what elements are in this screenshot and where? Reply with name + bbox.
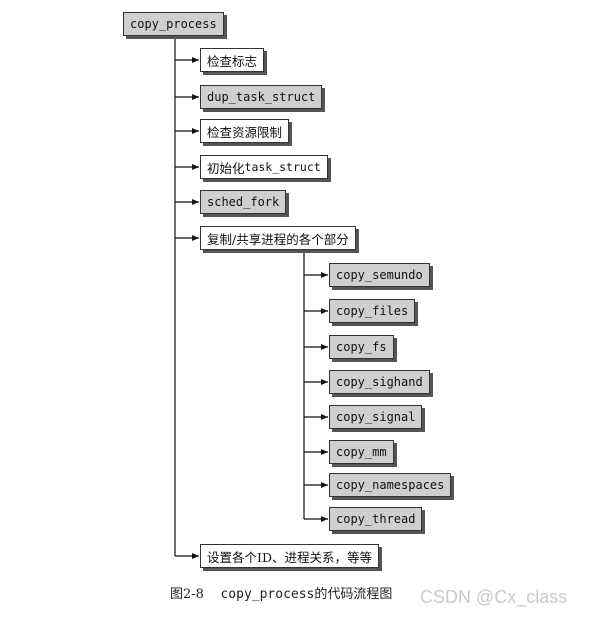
step-label: 检查标志 (207, 53, 258, 69)
step-check-flags: 检查标志 (200, 48, 265, 72)
substep-label: copy_signal (336, 410, 416, 424)
substep-copy-namespaces: copy_namespaces (329, 473, 452, 497)
step-sched-fork: sched_fork (200, 190, 287, 214)
substep-copy-mm: copy_mm (329, 440, 394, 464)
substep-label: copy_sighand (336, 375, 423, 389)
step-label: 设置各个ID、进程关系，等等 (207, 549, 372, 565)
step-dup-task-struct: dup_task_struct (200, 85, 323, 109)
substep-copy-files: copy_files (329, 299, 416, 323)
step-label-suffix: task_struct (244, 160, 321, 174)
substep-label: copy_mm (336, 445, 387, 459)
step-label: dup_task_struct (207, 90, 316, 104)
caption-figure-number: 图2-8 (170, 587, 204, 602)
substep-label: copy_files (336, 304, 409, 318)
step-label: 检查资源限制 (207, 124, 283, 140)
step-set-ids-relations: 设置各个ID、进程关系，等等 (200, 544, 379, 568)
caption-function-name: copy_process (220, 587, 315, 602)
step-copy-share-parts: 复制/共享进程的各个部分 (200, 226, 356, 250)
caption-text: 的代码流程图 (314, 587, 393, 602)
substep-copy-thread: copy_thread (329, 507, 423, 531)
substep-label: copy_namespaces (336, 478, 445, 492)
step-label-prefix: 初始化 (207, 160, 245, 176)
substep-label: copy_fs (336, 340, 387, 354)
root-node-label: copy_process (130, 17, 217, 31)
substep-copy-sighand: copy_sighand (329, 370, 430, 394)
substep-copy-signal: copy_signal (329, 405, 423, 429)
watermark: CSDN @Cx_class (420, 587, 568, 607)
step-check-resource-limits: 检查资源限制 (200, 119, 290, 143)
substep-copy-fs: copy_fs (329, 335, 394, 359)
substep-label: copy_thread (336, 512, 416, 526)
substep-copy-semundo: copy_semundo (329, 263, 430, 287)
substep-label: copy_semundo (336, 268, 423, 282)
root-node-copy-process: copy_process (123, 12, 224, 36)
figure-caption: 图2-8 copy_process的代码流程图 (170, 583, 392, 602)
step-label: sched_fork (207, 195, 280, 209)
step-label: 复制/共享进程的各个部分 (207, 231, 349, 247)
